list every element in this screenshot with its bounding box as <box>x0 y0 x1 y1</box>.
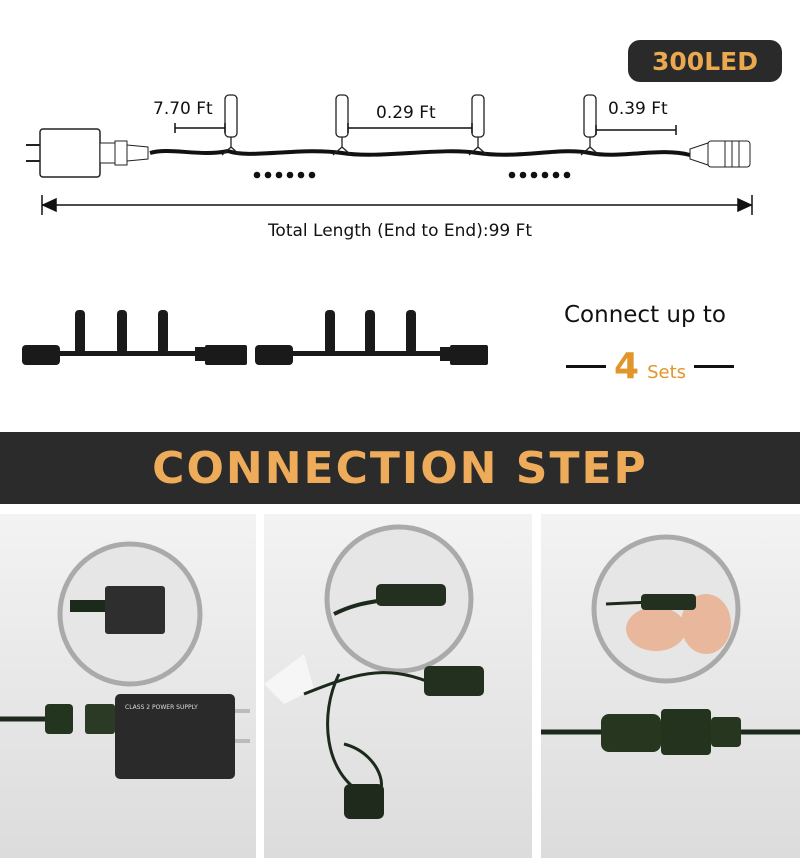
step-3-photo <box>541 514 800 858</box>
divider <box>694 365 734 368</box>
led-count-badge: 300LED <box>628 40 782 82</box>
power-adapter-icon <box>26 128 149 178</box>
lead-length-label: 7.70 Ft <box>153 99 213 119</box>
dimension-lines <box>174 123 677 135</box>
divider <box>566 365 606 368</box>
step-2-photo <box>264 514 532 858</box>
sets-number: 4 <box>614 346 640 387</box>
total-length-label: Total Length (End to End):99 Ft <box>267 221 533 241</box>
string-light-diagram <box>26 94 753 215</box>
adapter-label: CLASS 2 POWER SUPPLY <box>125 704 198 711</box>
connection-step-banner: CONNECTION STEP <box>0 432 800 504</box>
led-bulb-icons <box>221 94 600 156</box>
end-connector-icon <box>689 140 751 168</box>
connect-up-to-label: Connect up to <box>564 302 726 328</box>
power-adapter-photo <box>115 694 235 779</box>
ellipsis-dots <box>253 171 571 179</box>
cable <box>149 148 691 157</box>
tail-length-label: 0.39 Ft <box>608 99 668 119</box>
total-length-arrow <box>41 195 753 215</box>
connected-strings-icon <box>22 310 488 365</box>
step-1-photo: CLASS 2 POWER SUPPLY <box>0 514 256 858</box>
sets-count: 4 Sets <box>550 346 750 387</box>
bulb-spacing-label: 0.29 Ft <box>376 103 436 123</box>
sets-unit: Sets <box>647 362 686 383</box>
